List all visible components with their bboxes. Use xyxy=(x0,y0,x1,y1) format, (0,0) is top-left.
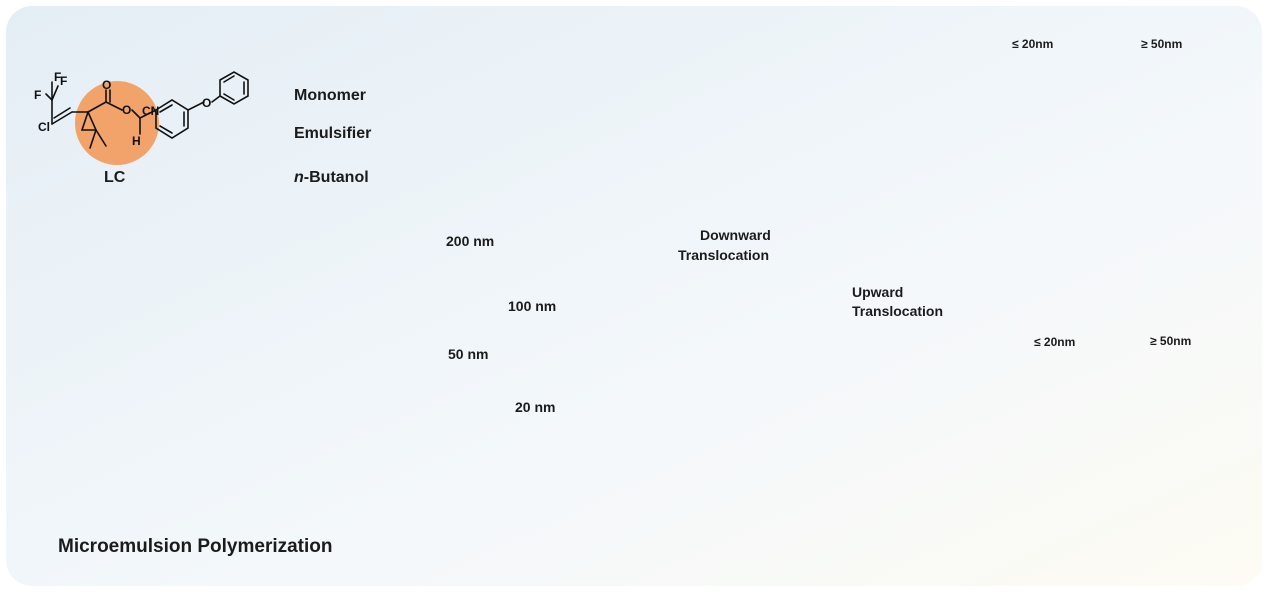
downward-label-line2: Translocation xyxy=(678,247,770,263)
size-label-100nm: 100 nm xyxy=(508,298,557,314)
lc-highlight-circle xyxy=(75,81,159,165)
lc-label: LC xyxy=(104,169,126,186)
size-label-200nm: 200 nm xyxy=(446,233,495,249)
chem-carbonyl-oxygen: O xyxy=(102,78,112,92)
background-panel xyxy=(6,6,1262,586)
upward-label-line1: Upward xyxy=(852,284,904,300)
leaf-small-size-label: ≤ 20nm xyxy=(1012,37,1054,51)
chem-chlorine: Cl xyxy=(38,120,50,134)
legend-emulsifier-label: Emulsifier xyxy=(294,125,372,142)
leaf-large-size-label: ≥ 50nm xyxy=(1141,37,1183,51)
root-large-size-label: ≥ 50nm xyxy=(1150,334,1192,348)
legend-monomer-label: Monomer xyxy=(294,87,366,104)
chem-fluorine-1: F xyxy=(54,70,62,84)
chem-hydrogen: H xyxy=(132,134,141,148)
butanol-suffix: -Butanol xyxy=(303,169,369,186)
size-label-50nm: 50 nm xyxy=(448,346,489,362)
chem-fluorine-3: F xyxy=(60,74,68,88)
chem-fluorine-2: F xyxy=(34,88,42,102)
butanol-prefix: n xyxy=(294,169,304,186)
chem-nitrile: CN xyxy=(142,104,160,118)
root-small-size-label: ≤ 20nm xyxy=(1034,335,1076,349)
chem-ester-oxygen: O xyxy=(122,103,132,117)
upward-label-line2: Translocation xyxy=(852,303,944,319)
legend-butanol-label: n-Butanol xyxy=(294,169,369,187)
process-label: Microemulsion Polymerization xyxy=(58,536,333,557)
downward-label-line1: Downward xyxy=(700,227,771,243)
size-label-20nm: 20 nm xyxy=(515,399,556,415)
chem-ether-oxygen: O xyxy=(202,96,212,110)
lc-molecule xyxy=(45,71,249,165)
